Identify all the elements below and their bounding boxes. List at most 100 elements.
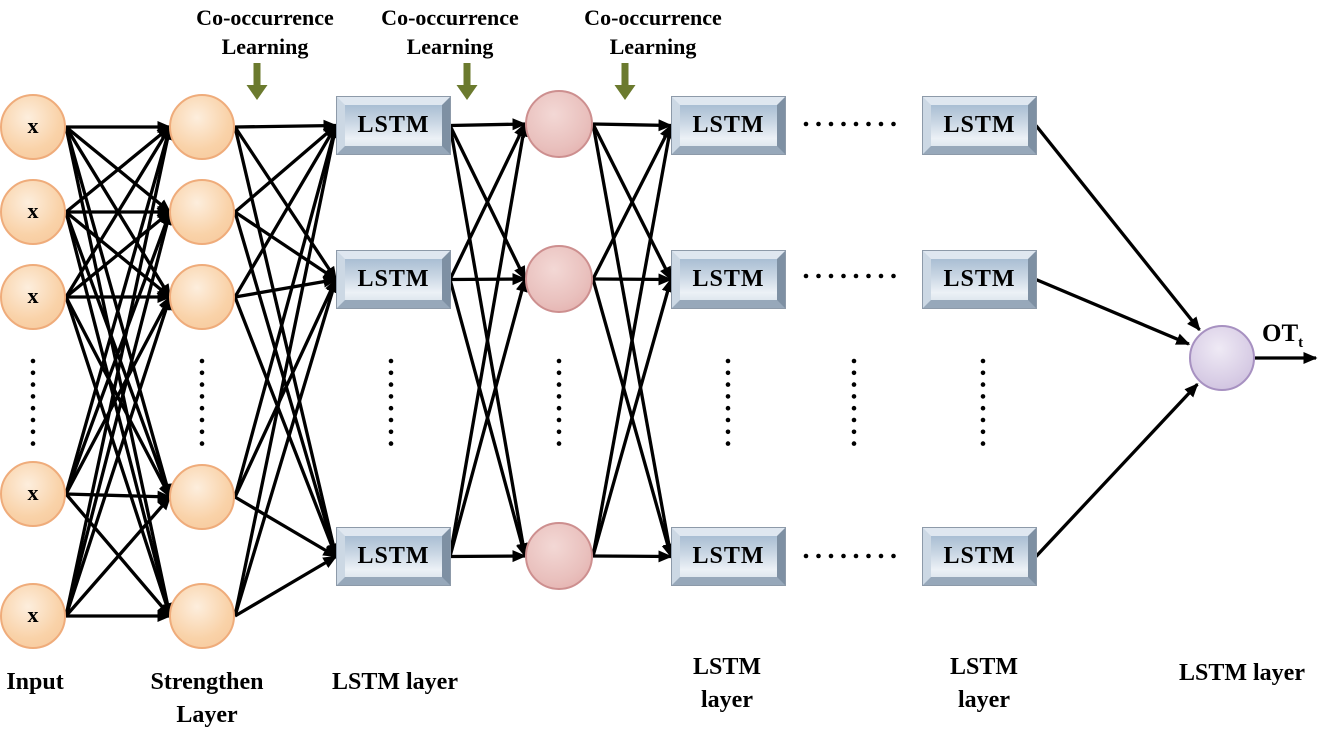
ellipsis-dot (30, 441, 36, 446)
edge-line (591, 278, 674, 557)
layer-label-output: LSTM layer (1179, 657, 1305, 690)
edge-line (233, 124, 338, 298)
layer-label-strengthen: Strengthen Layer (151, 666, 264, 730)
ellipsis-dot (199, 441, 205, 446)
edge-line (65, 490, 172, 503)
ellipsis-dot (388, 394, 394, 399)
ellipsis-dot (30, 370, 36, 376)
edge-line (234, 210, 338, 281)
layer-label-line: Layer (176, 702, 238, 728)
layer-label-line: LSTM (692, 654, 762, 680)
ellipsis-dot (851, 382, 857, 387)
ellipsis-dot (891, 273, 896, 279)
edge-line (448, 122, 527, 281)
edge-line (591, 124, 673, 280)
ellipsis-dot (851, 441, 857, 446)
layer-label-input: Input (6, 666, 63, 699)
ellipsis-dot (725, 405, 731, 411)
ellipsis-dot (199, 417, 205, 423)
edge-line (64, 210, 173, 617)
input-node-label: x (27, 602, 39, 627)
ellipsis-dot (803, 273, 809, 279)
edge-line (592, 119, 673, 132)
edge-line (233, 124, 339, 498)
layer-label-lstm3: LSTM layer (950, 651, 1018, 717)
ellipsis-dot (980, 429, 986, 435)
ellipsis-dot (878, 121, 884, 127)
ellipsis-dot (816, 121, 821, 127)
output-node (1189, 325, 1255, 391)
layer-label-line: LSTM (949, 654, 1019, 680)
layer-label-line: LSTM layer (332, 669, 458, 695)
ellipsis-dot (30, 382, 36, 387)
ellipsis-dot (828, 553, 834, 559)
edge-line (233, 126, 338, 281)
edge-line (64, 295, 172, 495)
ellipsis-dot (853, 121, 859, 127)
strengthen-node (169, 179, 235, 245)
edge-line (234, 495, 338, 558)
ellipsis-dot (388, 417, 394, 423)
ellipsis-dot (803, 121, 809, 127)
ellipsis-dot (851, 405, 857, 411)
ellipsis-dot (556, 441, 562, 446)
ellipsis-dot (866, 273, 871, 279)
ellipsis-dot (980, 405, 986, 411)
ellipsis-dot (725, 394, 731, 399)
edge-line (1034, 124, 1201, 332)
cooccurrence-label: Co-occurrence Learning (381, 3, 519, 61)
ellipsis-dot (866, 553, 871, 559)
ellipsis-dot (30, 358, 36, 364)
ellipsis-dot (980, 370, 986, 376)
hidden-node (525, 90, 593, 158)
cooccurrence-line2: Learning (221, 34, 309, 59)
ellipsis-dot (556, 417, 562, 423)
cooccurrence-line1: Co-occurrence (196, 5, 334, 30)
ellipsis-dot (725, 370, 731, 376)
ellipsis-dot (556, 370, 562, 376)
ellipsis-dot (851, 358, 857, 364)
layer-label-line: LSTM layer (1179, 660, 1305, 686)
ellipsis-dot (891, 553, 896, 559)
ellipsis-dot (980, 417, 986, 423)
input-node: x (0, 179, 66, 245)
edge-line (592, 550, 673, 563)
input-node-label: x (27, 283, 39, 308)
ellipsis-dot (388, 358, 394, 364)
ellipsis-dot (828, 121, 834, 127)
ellipsis-dot (199, 429, 205, 435)
input-node: x (0, 94, 66, 160)
strengthen-node (169, 583, 235, 649)
output-label: OTt (1262, 320, 1303, 352)
ellipsis-dot (841, 273, 846, 279)
edge-line (448, 122, 529, 557)
ellipsis-dot (841, 121, 846, 127)
lstm-box: LSTM (672, 251, 785, 308)
ellipsis-dot (803, 553, 809, 559)
ellipsis-dot (30, 405, 36, 411)
edge-line (1034, 383, 1199, 558)
ellipsis-dot (199, 382, 205, 387)
output-label-subscript: t (1298, 335, 1304, 351)
layer-label-line: Input (6, 669, 64, 695)
edge-line (64, 210, 172, 495)
ellipsis-dot (556, 382, 562, 387)
ellipsis-dot (199, 370, 205, 376)
edge-line (64, 210, 172, 299)
hidden-node (525, 522, 593, 590)
edge-line (234, 275, 338, 299)
ellipsis-dot (388, 429, 394, 435)
ellipsis-dot (980, 382, 986, 387)
edge-line (64, 495, 172, 618)
ellipsis-dot (980, 358, 986, 364)
input-node: x (0, 264, 66, 330)
cooccurrence-line2: Learning (609, 34, 697, 59)
ellipsis-dot (878, 553, 884, 559)
ellipsis-dot (556, 394, 562, 399)
edge-line (233, 296, 338, 558)
ellipsis-dot (556, 358, 562, 364)
cooccurrence-line1: Co-occurrence (584, 5, 722, 30)
ellipsis-dot (980, 441, 986, 446)
ellipsis-dot (388, 382, 394, 387)
